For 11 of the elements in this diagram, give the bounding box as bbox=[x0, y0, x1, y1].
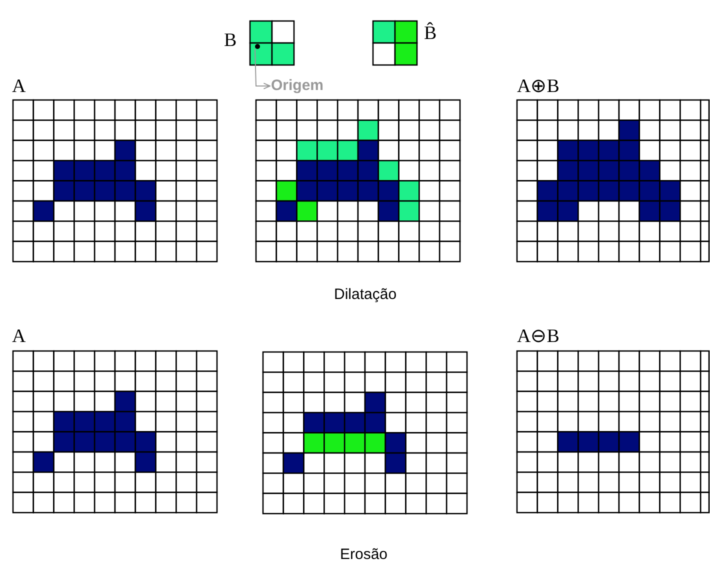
leader-text: Origem bbox=[271, 76, 324, 96]
set-label: A bbox=[12, 327, 26, 347]
leader-line bbox=[254, 48, 271, 90]
set-label: A⊖B bbox=[517, 327, 560, 347]
origin-dot bbox=[255, 44, 260, 49]
set-label: B bbox=[224, 31, 237, 51]
caption-text: Erosão bbox=[340, 545, 388, 565]
set-label: A bbox=[12, 77, 26, 97]
set-label: B̂ bbox=[424, 24, 437, 44]
set-label: A⊕B bbox=[517, 77, 560, 97]
caption-text: Dilatação bbox=[334, 285, 397, 305]
